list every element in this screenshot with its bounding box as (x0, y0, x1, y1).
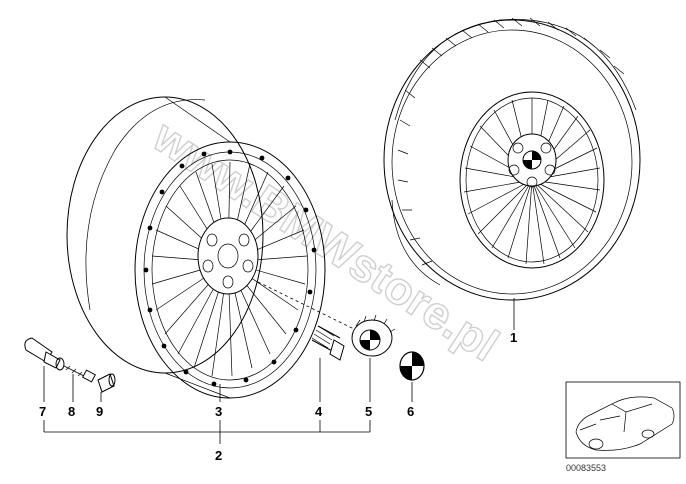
callout-4: 4 (315, 404, 323, 419)
assembly-leader-dashed (257, 281, 357, 331)
hub-cap (351, 314, 396, 357)
rim-bolts (143, 149, 317, 387)
car-silhouette (575, 396, 675, 451)
complete-wheel-with-tire (383, 17, 641, 301)
tire-valve (24, 337, 65, 371)
callout-6: 6 (407, 404, 414, 419)
tire-tread-pattern (397, 17, 625, 266)
callout-3: 3 (215, 404, 222, 419)
vehicle-thumbnail (565, 381, 681, 459)
valve-cap (97, 373, 116, 393)
valve-core (63, 365, 96, 383)
leader-lines (43, 298, 515, 444)
part-number: 00083553 (566, 463, 606, 473)
callout-8: 8 (68, 404, 75, 419)
callout-7: 7 (39, 404, 46, 419)
emblem (399, 351, 425, 381)
light-alloy-rim (66, 96, 326, 399)
wheel-bolt (311, 325, 345, 361)
callout-1: 1 (510, 330, 517, 345)
callout-2: 2 (215, 448, 222, 463)
callout-9: 9 (96, 404, 103, 419)
watermark: www.BMWstore.pl (144, 109, 508, 371)
callout-5: 5 (365, 404, 372, 419)
